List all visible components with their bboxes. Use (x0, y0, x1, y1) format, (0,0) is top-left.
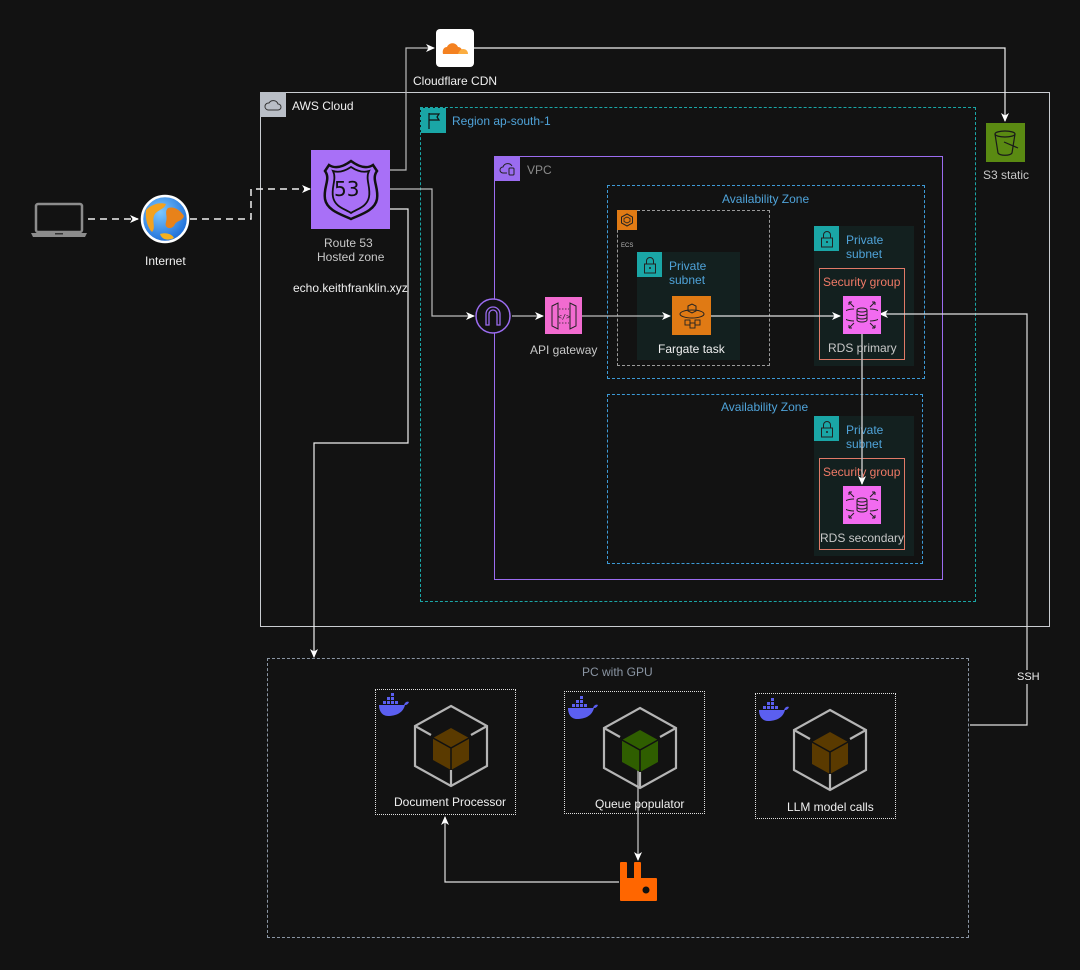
route53-domain-label: echo.keithfranklin.xyz (293, 281, 408, 295)
ecs-label: ECS (621, 243, 634, 249)
lock-icon (814, 416, 839, 441)
lock-icon (637, 252, 662, 277)
vpc-endpoint-icon[interactable] (474, 297, 512, 335)
container-cube-icon (413, 704, 489, 788)
ecs-icon (617, 210, 637, 230)
rds-primary-icon[interactable] (843, 296, 881, 334)
svg-text:</>: </> (557, 313, 570, 321)
rds-secondary-label: RDS secondary (820, 531, 905, 545)
fargate-icon[interactable] (672, 296, 711, 335)
laptop-icon[interactable] (30, 202, 88, 238)
container-llm-model-calls[interactable] (755, 693, 896, 819)
route53-badge-text: 53 (334, 177, 360, 201)
internet-label: Internet (145, 254, 186, 268)
private-subnet-ecs-label-1: Private (669, 259, 707, 273)
az1-label: Availability Zone (722, 192, 810, 206)
rds-primary-label: RDS primary (828, 341, 897, 355)
security-group-secondary-label: Security group (823, 465, 901, 479)
private-subnet-secondary-label-2: subnet (846, 437, 883, 451)
docker-icon (758, 698, 790, 722)
private-subnet-ecs-label-2: subnet (669, 273, 706, 287)
lock-icon (814, 226, 839, 251)
flag-icon (421, 108, 446, 133)
vpc-label: VPC (527, 163, 552, 177)
container-cube-icon (792, 708, 868, 792)
s3-bucket-icon[interactable] (986, 123, 1025, 162)
docker-icon (378, 693, 410, 717)
region-label: Region ap-south-1 (452, 114, 551, 128)
rabbitmq-icon[interactable] (619, 861, 659, 903)
route53-label-2: Hosted zone (317, 250, 385, 264)
document-processor-label: Document Processor (394, 795, 507, 809)
cloudflare-label: Cloudflare CDN (413, 74, 498, 88)
private-subnet-primary-label-1: Private (846, 233, 884, 247)
route53-label-1: Route 53 (324, 236, 373, 250)
ssh-edge-label: SSH (1016, 670, 1041, 684)
s3-label: S3 static (983, 168, 1030, 182)
rds-secondary-icon[interactable] (843, 486, 881, 524)
cloudflare-icon[interactable] (436, 29, 474, 67)
container-document-processor[interactable] (375, 689, 516, 815)
vpc-icon (495, 157, 520, 181)
pc-with-gpu-label: PC with GPU (582, 665, 653, 679)
llm-model-calls-label: LLM model calls (787, 800, 874, 814)
cloud-icon (260, 92, 286, 117)
fargate-label: Fargate task (658, 342, 725, 356)
private-subnet-primary-label-2: subnet (846, 247, 883, 261)
route53-icon[interactable]: 53 (311, 150, 390, 229)
docker-icon (567, 696, 599, 720)
security-group-primary-label: Security group (823, 275, 901, 289)
pc-with-gpu-group (267, 658, 969, 938)
queue-populator-label: Queue populator (595, 797, 685, 811)
ecs-group (617, 210, 770, 366)
availability-zone-1 (607, 185, 925, 379)
internet-globe-icon[interactable] (140, 194, 190, 244)
aws-cloud-label: AWS Cloud (292, 99, 354, 113)
az2-label: Availability Zone (721, 400, 809, 414)
private-subnet-secondary-label-1: Private (846, 423, 884, 437)
api-gateway-label: API gateway (530, 343, 598, 357)
container-queue-populator[interactable] (564, 691, 705, 814)
container-cube-icon (602, 706, 678, 790)
api-gateway-icon[interactable]: </> (545, 297, 582, 334)
